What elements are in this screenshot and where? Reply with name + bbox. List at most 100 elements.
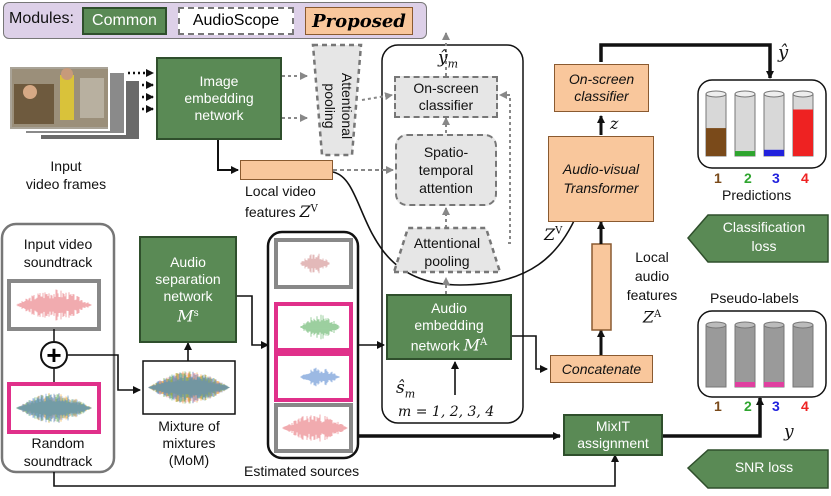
- spatiotemporal-line2: temporal: [418, 162, 474, 178]
- m-values-label: m = 1, 2, 3, 4: [398, 404, 495, 420]
- local-video-features-bar: [240, 160, 333, 180]
- y-label: y: [784, 422, 794, 442]
- image-embedding-line2: embedding: [184, 90, 254, 106]
- bar-2: [734, 324, 756, 388]
- mixit-assignment: MixIT assignment: [563, 414, 663, 456]
- audio-separation-line1: Audio: [170, 253, 206, 270]
- attn-pool-top-line2: pooling: [322, 83, 338, 129]
- s-hat-m-sub: m: [404, 387, 416, 401]
- bar-4: [792, 324, 814, 388]
- audio-embedding-line1: Audio: [431, 299, 467, 316]
- ms-sup: s: [193, 307, 199, 319]
- bar-2: [734, 93, 756, 157]
- osc-left-line1: On-screen: [413, 80, 479, 96]
- audio-separation-line2: separation: [155, 270, 221, 287]
- audio-visual-transformer: Audio-visual Transformer: [548, 136, 654, 222]
- classification-loss: Classification loss: [700, 218, 828, 256]
- bar-fill-3: [764, 149, 784, 156]
- za-symbol: Z: [642, 307, 654, 327]
- snr-loss: SNR loss: [734, 459, 794, 475]
- zv-transformer-label: ZV: [544, 225, 562, 245]
- attentional-pooling-top: Attentional pooling: [320, 51, 356, 161]
- bar-fill-2: [735, 151, 755, 156]
- zv-symbol: Z: [299, 202, 311, 221]
- bar-fill-3: [764, 382, 784, 387]
- image-embedding-network: Image embedding network: [156, 57, 282, 140]
- y-hat-label: ŷ: [778, 42, 789, 63]
- mom-line3: (MoM): [168, 452, 210, 468]
- bar-1: [705, 324, 727, 388]
- legend-common: Common: [82, 7, 167, 35]
- zv-transformer-sup: V: [555, 225, 563, 237]
- laf-line2: audio: [634, 268, 670, 284]
- avt-line2: Transformer: [563, 180, 639, 196]
- input-soundtrack-label: Input video soundtrack: [6, 235, 110, 271]
- soundtrack-container: [0, 222, 116, 474]
- plus-circle-icon: +: [40, 341, 68, 369]
- legend-title: Modules:: [9, 10, 74, 27]
- input-soundtrack-line1: Input video: [23, 236, 93, 252]
- audio-separation-line4: Ms: [177, 305, 199, 326]
- bar-fill-4: [793, 109, 813, 156]
- estimated-sources-label: Estimated sources: [244, 463, 360, 479]
- spatiotemporal-attention: Spatio- temporal attention: [395, 134, 497, 206]
- attentional-pooling-top-shape: [311, 43, 363, 157]
- local-audio-features-bar: [591, 243, 612, 331]
- input-frames-line2: video frames: [25, 176, 107, 192]
- network-word: network: [410, 337, 460, 354]
- bar-fill-2: [735, 382, 755, 387]
- pred-index-3: 3: [772, 170, 780, 186]
- onscreen-classifier-audioscope: On-screen classifier: [394, 76, 498, 118]
- z-label: z: [610, 114, 619, 133]
- pred-index-4: 4: [801, 170, 809, 186]
- ms-symbol: M: [177, 306, 194, 326]
- bar-3: [763, 93, 785, 157]
- input-soundtrack-line2: soundtrack: [23, 254, 93, 270]
- bar-3: [763, 324, 785, 388]
- pseudo-index-4: 4: [801, 398, 809, 414]
- random-waveform-icon: [16, 393, 92, 423]
- laf-line3: features: [626, 287, 678, 303]
- mom-waveform-icon: [148, 371, 230, 404]
- attn-pool-top-line1: Attentional: [339, 72, 355, 140]
- class-loss-line1: Classification: [722, 219, 806, 235]
- predictions-label: Predictions: [722, 187, 792, 203]
- attentional-pooling-bottom: Attentional pooling: [394, 234, 500, 270]
- zv-transformer-symbol: Z: [544, 225, 556, 244]
- osc-left-line2: classifier: [418, 97, 474, 113]
- classification-loss-chevron: [687, 214, 829, 263]
- avt-line1: Audio-visual: [562, 161, 640, 177]
- audioscope-container: [381, 44, 524, 424]
- bar-fill-1: [706, 128, 726, 156]
- random-soundtrack-line2: soundtrack: [23, 453, 93, 469]
- attn-pool-bottom-line2: pooling: [424, 253, 470, 269]
- laf-line4: ZA: [643, 305, 661, 328]
- ma-symbol: M: [463, 335, 481, 355]
- laf-line1: Local: [635, 249, 669, 265]
- local-video-features-label: Local video: [245, 183, 316, 199]
- pseudo-labels-label: Pseudo-labels: [710, 290, 799, 306]
- y-hat-m-symbol: ŷ: [438, 48, 448, 68]
- mixit-line2: assignment: [577, 435, 649, 451]
- audio-embedding-line3: network MA: [411, 334, 488, 355]
- mom-label: Mixture of mixtures (MoM): [140, 418, 238, 469]
- input-waveform-icon: [16, 289, 92, 321]
- video-frames-icon: [8, 65, 141, 141]
- s-hat-m-label: ŝm: [396, 378, 415, 400]
- osc-right-line1: On-screen: [568, 71, 635, 87]
- spatiotemporal-line3: attention: [419, 180, 473, 196]
- input-frames-label: Input video frames: [20, 157, 112, 193]
- class-loss-line2: loss: [751, 238, 777, 254]
- ma-sup: A: [480, 336, 488, 348]
- pseudo-index-1: 1: [714, 398, 722, 414]
- mom-line1: Mixture of: [158, 418, 220, 434]
- features-zv-label: features ZV: [245, 202, 318, 221]
- pred-index-1: 1: [714, 170, 722, 186]
- s-hat-m-symbol: ŝ: [396, 378, 405, 398]
- pseudo-index-2: 2: [744, 398, 752, 414]
- input-frames-line1: Input: [50, 158, 82, 174]
- random-soundtrack-label: Random soundtrack: [6, 434, 110, 470]
- mom-line2: mixtures: [162, 435, 216, 451]
